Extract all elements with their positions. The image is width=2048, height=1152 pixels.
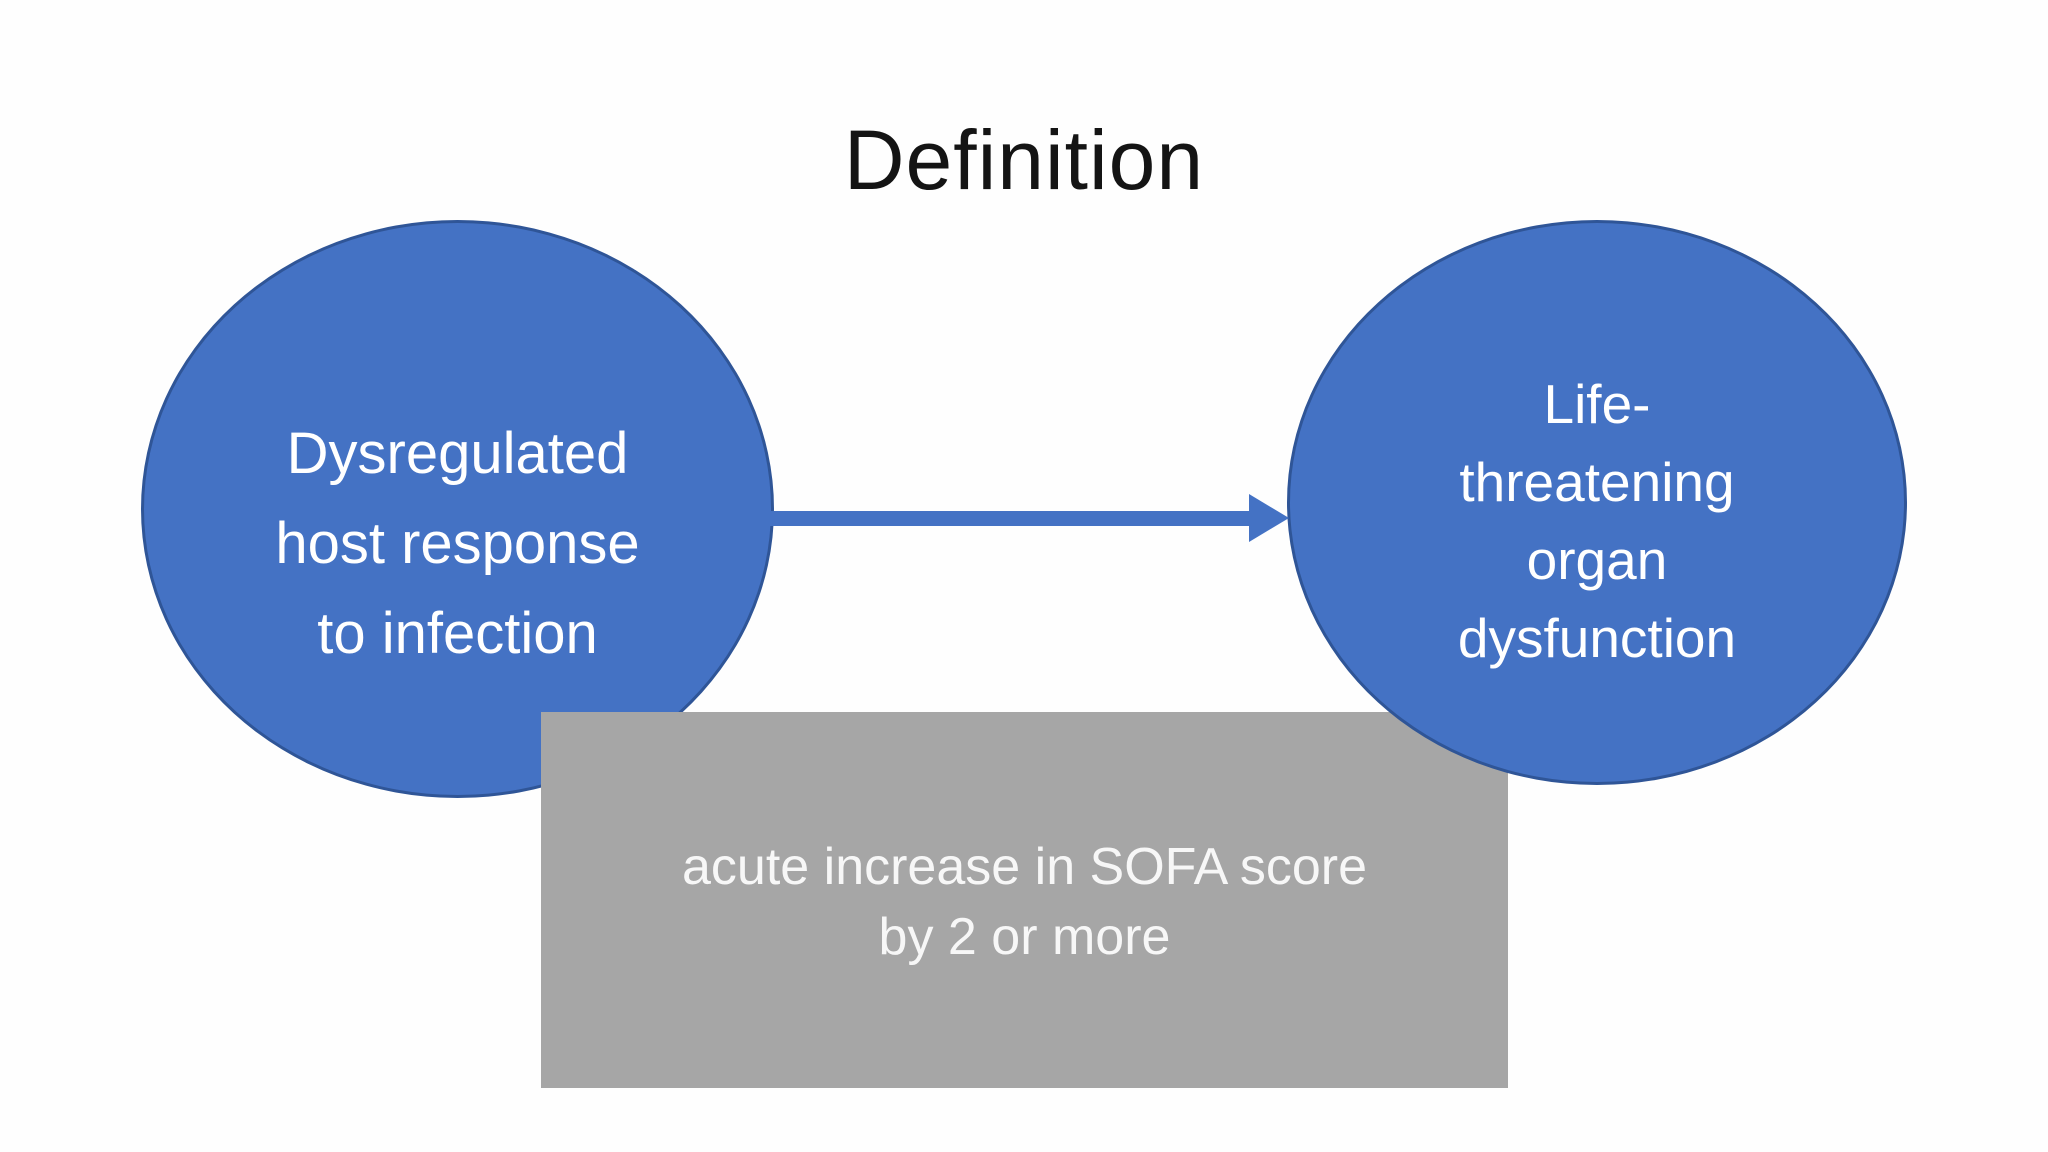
left-circle-line-1: Dysregulated	[286, 421, 629, 486]
page-title: Definition	[843, 113, 1205, 207]
arrow-head	[1249, 494, 1289, 542]
left-circle-dysregulated-host-response: Dysregulated host response to infection	[141, 220, 774, 798]
right-circle-line-2: threatening	[1459, 450, 1735, 513]
right-circle-line-1: Life-	[1543, 372, 1651, 435]
right-circle-line-3: organ	[1526, 528, 1668, 591]
left-circle-line-3: to infection	[317, 601, 598, 666]
sofa-score-criteria-box: acute increase in SOFA score by 2 or mor…	[541, 712, 1508, 1088]
right-circle-text: Life- threatening organ dysfunction	[1458, 365, 1736, 677]
criteria-box-line-1: acute increase in SOFA score	[681, 838, 1367, 896]
right-arrow-icon	[757, 494, 1291, 542]
criteria-box-line-2: by 2 or more	[878, 908, 1171, 966]
arrow-shaft	[757, 511, 1251, 526]
left-circle-text: Dysregulated host response to infection	[275, 409, 639, 679]
right-circle-organ-dysfunction: Life- threatening organ dysfunction	[1287, 220, 1907, 785]
criteria-box-text: acute increase in SOFA score by 2 or mor…	[682, 832, 1367, 972]
right-circle-line-4: dysfunction	[1457, 606, 1737, 669]
left-circle-line-2: host response	[275, 511, 640, 576]
